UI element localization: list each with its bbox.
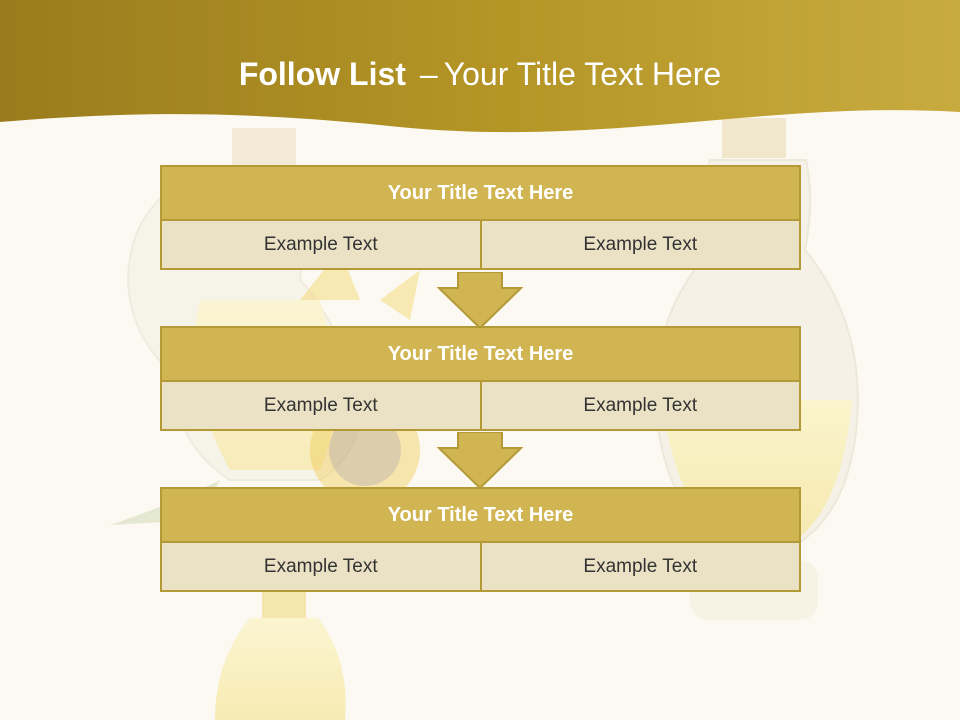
slide-title: Follow List–Your Title Text Here (0, 56, 960, 93)
down-arrow-icon (437, 432, 523, 490)
block-cell-right: Example Text (481, 382, 801, 431)
slide-title-bold: Follow List (238, 56, 406, 92)
block-title: Your Title Text Here (160, 487, 801, 543)
list-block-3: Your Title Text Here Example Text Exampl… (160, 487, 801, 592)
down-arrow-icon (437, 272, 523, 330)
slide-title-dash: – (419, 56, 438, 92)
slide-title-rest: Your Title Text Here (443, 56, 722, 92)
block-row: Example Text Example Text (160, 382, 801, 431)
block-cell-left: Example Text (160, 543, 482, 592)
block-cell-right: Example Text (481, 543, 801, 592)
block-cell-left: Example Text (160, 382, 482, 431)
list-block-2: Your Title Text Here Example Text Exampl… (160, 326, 801, 431)
block-cell-left: Example Text (160, 221, 482, 270)
block-title: Your Title Text Here (160, 165, 801, 221)
list-block-1: Your Title Text Here Example Text Exampl… (160, 165, 801, 270)
block-row: Example Text Example Text (160, 543, 801, 592)
header-band (0, 0, 960, 133)
block-cell-right: Example Text (481, 221, 801, 270)
block-row: Example Text Example Text (160, 221, 801, 270)
block-title: Your Title Text Here (160, 326, 801, 382)
bottle-bottom-image (215, 592, 346, 720)
